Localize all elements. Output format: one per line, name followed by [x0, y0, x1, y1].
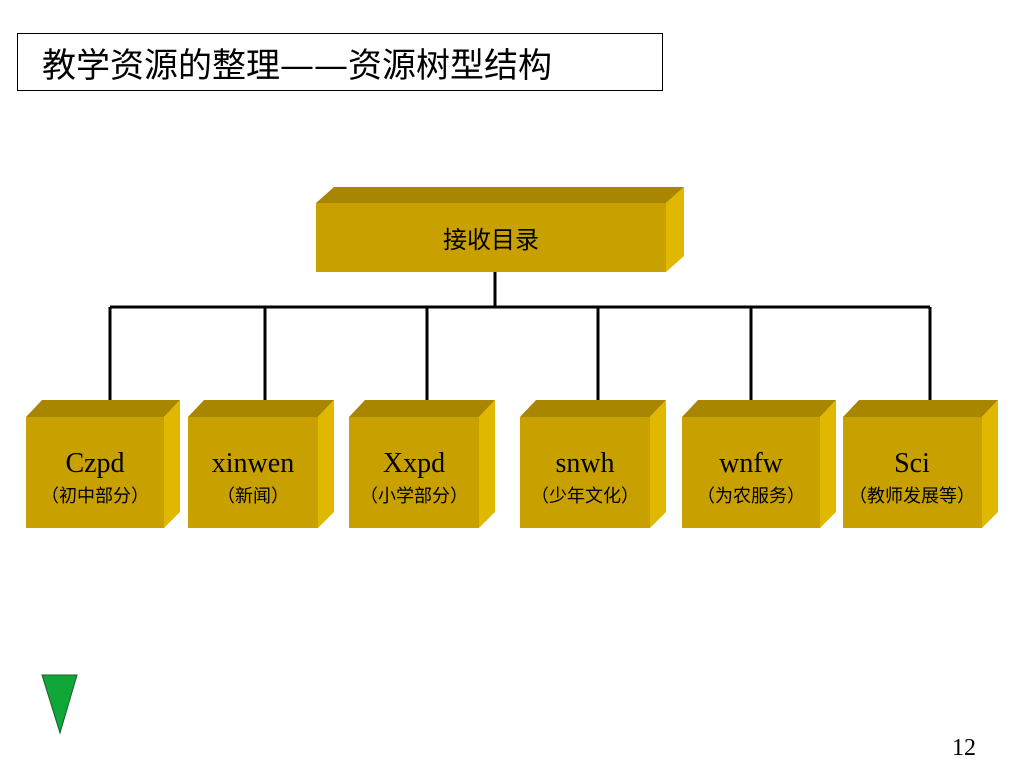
root-node[interactable]: 接收目录	[316, 187, 684, 272]
child-node-top	[520, 400, 666, 417]
child-node-side	[318, 400, 334, 528]
child-node-label: wnfw	[719, 448, 784, 479]
child-node-snwh[interactable]: snwh （少年文化）	[520, 400, 666, 528]
child-node-front	[188, 417, 318, 528]
child-node-xinwen[interactable]: xinwen （新闻）	[188, 400, 334, 528]
child-node-label: Sci	[894, 448, 930, 479]
child-node-side	[650, 400, 666, 528]
child-node-top	[349, 400, 495, 417]
root-node-side	[666, 187, 684, 272]
child-node-top	[682, 400, 836, 417]
child-node-front	[26, 417, 164, 528]
child-node-front	[349, 417, 479, 528]
root-node-top	[316, 187, 684, 203]
child-node-side	[820, 400, 836, 528]
child-node-front	[843, 417, 982, 528]
root-node-front	[316, 203, 666, 272]
child-node-top	[843, 400, 998, 417]
child-node-front	[682, 417, 820, 528]
child-node-label: Czpd	[65, 448, 124, 479]
child-node-label: xinwen	[212, 448, 294, 479]
child-node-xxpd[interactable]: Xxpd （小学部分）	[349, 400, 495, 528]
child-node-wnfw[interactable]: wnfw （为农服务）	[682, 400, 836, 528]
child-node-top	[188, 400, 334, 417]
slide-title: 教学资源的整理——资源树型结构	[42, 45, 552, 86]
page-number: 12	[952, 735, 976, 761]
child-node-label: snwh	[555, 448, 614, 479]
child-node-sublabel: （为农服务）	[697, 486, 805, 507]
child-node-sublabel: （少年文化）	[531, 486, 639, 507]
child-node-label: Xxpd	[383, 448, 445, 479]
root-node-label: 接收目录	[443, 226, 539, 254]
child-node-czpd[interactable]: Czpd （初中部分）	[26, 400, 180, 528]
child-node-sublabel: （初中部分）	[41, 486, 149, 507]
child-node-front	[520, 417, 650, 528]
child-node-top	[26, 400, 180, 417]
slide-title-box: 教学资源的整理——资源树型结构	[17, 33, 663, 91]
child-node-sublabel: （教师发展等）	[849, 486, 975, 507]
triangle-down-icon[interactable]	[41, 674, 78, 735]
child-node-side	[982, 400, 998, 528]
child-node-sublabel: （新闻）	[217, 486, 289, 507]
child-node-sci[interactable]: Sci （教师发展等）	[843, 400, 998, 528]
child-node-sublabel: （小学部分）	[360, 486, 468, 507]
child-node-side	[479, 400, 495, 528]
child-node-side	[164, 400, 180, 528]
tree-connectors	[108, 272, 932, 400]
